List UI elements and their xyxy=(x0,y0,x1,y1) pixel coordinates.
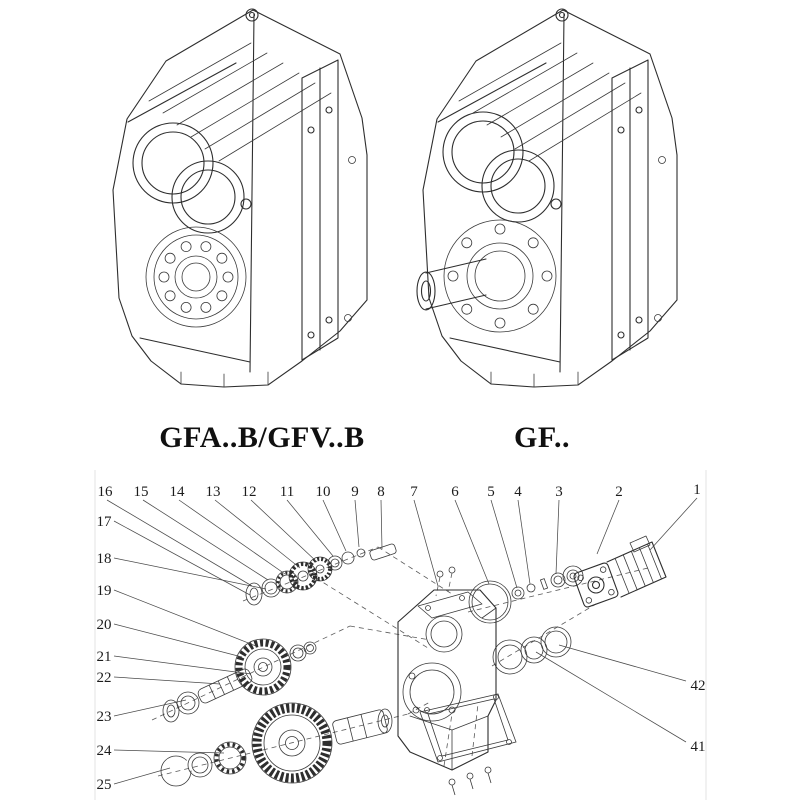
callout-17: 17 xyxy=(97,514,113,530)
callout-6: 6 xyxy=(451,484,459,500)
flange-bolt xyxy=(448,566,456,574)
callout-15: 15 xyxy=(134,484,149,500)
top-plug xyxy=(555,8,569,22)
center-edge xyxy=(559,13,565,373)
output-flange xyxy=(443,219,557,333)
small-holes xyxy=(344,156,356,322)
gearcase-housing xyxy=(397,589,497,771)
cooling-ribs xyxy=(458,42,642,162)
model-label-right: GF.. xyxy=(514,421,570,454)
callout-21: 21 xyxy=(97,649,112,665)
o-ring xyxy=(468,580,512,624)
side-flange-strip xyxy=(301,59,339,361)
pin xyxy=(356,548,366,558)
callout-7: 7 xyxy=(410,484,418,500)
cooling-ribs xyxy=(148,42,332,162)
motor-flange xyxy=(573,562,619,608)
callout-14: 14 xyxy=(170,484,186,500)
callout-2: 2 xyxy=(615,484,623,500)
snap-ring xyxy=(160,755,192,787)
callout-3: 3 xyxy=(555,484,563,500)
seal-rings xyxy=(492,626,572,675)
callout-42: 42 xyxy=(691,678,706,694)
face-edges xyxy=(127,62,251,363)
top-plug xyxy=(245,8,259,22)
output-shaft-parts xyxy=(160,702,393,787)
lock-nut xyxy=(341,551,355,565)
center-edge xyxy=(249,13,255,373)
coupling-half xyxy=(562,565,584,587)
small-holes xyxy=(654,156,666,322)
callout-41: 41 xyxy=(691,739,706,755)
output-gear-rim xyxy=(251,702,333,784)
page-edge-lines xyxy=(94,470,707,800)
callout-24: 24 xyxy=(97,743,113,759)
callout-labels: 16 15 14 13 12 11 10 9 8 7 6 5 4 3 2 1 1… xyxy=(97,482,706,793)
callout-4: 4 xyxy=(514,484,522,500)
callout-8: 8 xyxy=(377,484,385,500)
callout-22: 22 xyxy=(97,670,112,686)
callout-18: 18 xyxy=(97,551,112,567)
flange-bolt xyxy=(436,570,444,578)
washer xyxy=(511,586,525,600)
key-pin xyxy=(539,578,549,590)
hollow-output-shaft xyxy=(332,709,388,745)
callout-13: 13 xyxy=(206,484,221,500)
exploded-view: 16 15 14 13 12 11 10 9 8 7 6 5 4 3 2 1 1… xyxy=(97,482,706,796)
side-flange-strip xyxy=(611,59,649,361)
gearbox-drawing-right xyxy=(416,8,678,388)
callout-25: 25 xyxy=(97,777,112,793)
fastener-parts xyxy=(468,565,584,624)
callout-16: 16 xyxy=(98,484,114,500)
intermediate-shaft-parts xyxy=(162,638,317,723)
cup-washer xyxy=(162,699,180,723)
washer xyxy=(327,555,343,571)
seal-ring xyxy=(176,691,200,715)
bolt-head xyxy=(526,583,536,593)
model-label-left: GFA..B/GFV..B xyxy=(159,421,364,454)
housing-silhouette xyxy=(112,9,368,388)
cup-washer xyxy=(245,582,263,606)
ball-bearing-large xyxy=(213,741,247,775)
seal-ring xyxy=(187,752,213,778)
callout-9: 9 xyxy=(351,484,359,500)
callout-19: 19 xyxy=(97,583,112,599)
mounting-feet xyxy=(490,371,579,388)
input-bores xyxy=(442,111,562,223)
housing-silhouette xyxy=(422,9,678,388)
output-shaft xyxy=(416,258,487,311)
retaining-ring xyxy=(303,641,317,655)
callout-12: 12 xyxy=(242,484,257,500)
gasket-plate xyxy=(419,693,517,796)
gearbox-drawing-left xyxy=(112,8,368,388)
callout-23: 23 xyxy=(97,709,112,725)
input-shaft xyxy=(369,543,397,561)
callout-11: 11 xyxy=(280,484,294,500)
bushing xyxy=(550,572,566,588)
retaining-ring xyxy=(289,644,307,662)
ball-bearing-small xyxy=(275,570,299,594)
motor-body xyxy=(606,541,667,598)
plate-bolts xyxy=(448,766,492,796)
callout-1: 1 xyxy=(693,482,701,498)
leader-lines xyxy=(106,497,698,785)
callout-20: 20 xyxy=(97,617,112,633)
intermediate-gear-rim xyxy=(234,638,292,696)
terminal-box xyxy=(629,535,651,553)
construction-lines xyxy=(151,546,649,777)
motor-fins xyxy=(614,543,662,594)
mounting-feet xyxy=(180,371,269,388)
motor-shaft xyxy=(587,576,605,594)
output-bearing xyxy=(145,226,247,328)
callout-5: 5 xyxy=(487,484,495,500)
motor-assembly xyxy=(573,535,667,608)
input-bores xyxy=(132,122,252,234)
callout-10: 10 xyxy=(316,484,331,500)
face-edges xyxy=(437,62,561,363)
input-shaft-parts xyxy=(245,543,456,606)
